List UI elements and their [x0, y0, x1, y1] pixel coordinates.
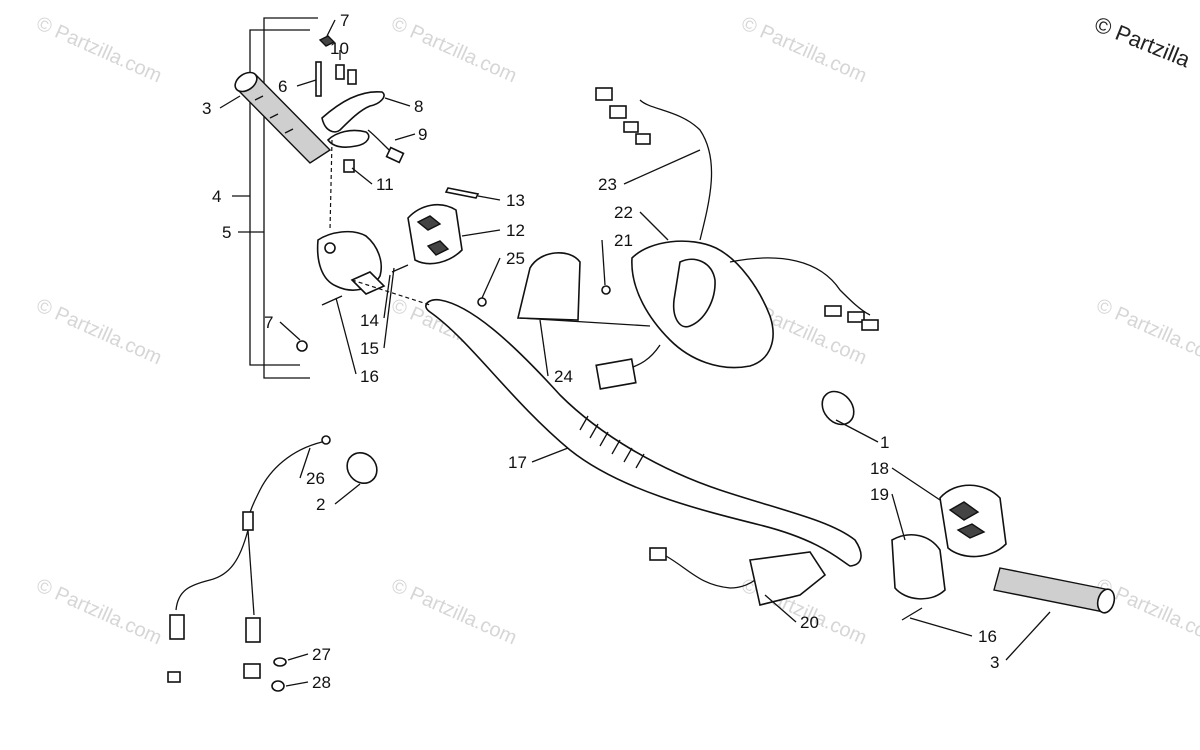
part-grip-left [234, 71, 332, 164]
callout-3: 3 [202, 99, 211, 118]
callout-11: 11 [376, 175, 394, 194]
part-clips [346, 390, 855, 485]
callout-27: 27 [312, 645, 331, 664]
callout-15: 15 [360, 339, 379, 358]
callout-7: 7 [340, 11, 349, 30]
part-wiring-20 [649, 547, 827, 606]
callout-17: 17 [508, 453, 527, 472]
part-switch-housing-left [407, 187, 480, 265]
callout-12: 12 [506, 221, 525, 240]
copyright-label: © Partzilla [1091, 11, 1194, 72]
callout-10: 10 [330, 39, 349, 58]
callout-14: 14 [360, 311, 379, 330]
part-lever-assembly [315, 35, 405, 231]
callout-7: 7 [264, 313, 273, 332]
callout-8: 8 [414, 97, 423, 116]
callout-28: 28 [312, 673, 331, 692]
watermark: © Partzilla.com [33, 294, 165, 369]
part-throttle-block [296, 230, 409, 352]
callout-22: 22 [614, 203, 633, 222]
watermark: © Partzilla.com [738, 12, 870, 87]
part-grip-right [993, 567, 1116, 614]
callout-1: 1 [880, 433, 889, 452]
callout-23: 23 [598, 175, 617, 194]
callout-24: 24 [554, 367, 573, 386]
callout-16: 16 [978, 627, 997, 646]
callout-18: 18 [870, 459, 889, 478]
watermark: © Partzilla.com [1093, 294, 1200, 369]
part-throttle-cable [167, 435, 331, 692]
part-control-housing [477, 87, 879, 390]
callout-19: 19 [870, 485, 889, 504]
callout-21: 21 [614, 231, 633, 250]
watermark: © Partzilla.com [33, 574, 165, 649]
callout-6: 6 [278, 77, 287, 96]
callout-13: 13 [506, 191, 525, 210]
callout-3: 3 [990, 653, 999, 672]
part-switch-housing-right [891, 484, 1007, 621]
watermark: © Partzilla.com [388, 574, 520, 649]
watermark: © Partzilla.com [1093, 574, 1200, 649]
callout-20: 20 [800, 613, 819, 632]
callout-25: 25 [506, 249, 525, 268]
callout-5: 5 [222, 223, 231, 242]
leader-lines [219, 19, 1051, 687]
watermark: © Partzilla.com [388, 12, 520, 87]
callout-2: 2 [316, 495, 325, 514]
watermark: © Partzilla.com [33, 12, 165, 87]
callout-4: 4 [212, 187, 221, 206]
callout-26: 26 [306, 469, 325, 488]
part-pin-6 [315, 61, 322, 97]
callout-16: 16 [360, 367, 379, 386]
callout-9: 9 [418, 125, 427, 144]
bracket-4-5 [249, 17, 318, 379]
callouts: 7 10 6 3 8 9 11 4 5 13 12 25 7 14 15 16 … [202, 11, 999, 692]
part-handlebar [351, 279, 862, 567]
